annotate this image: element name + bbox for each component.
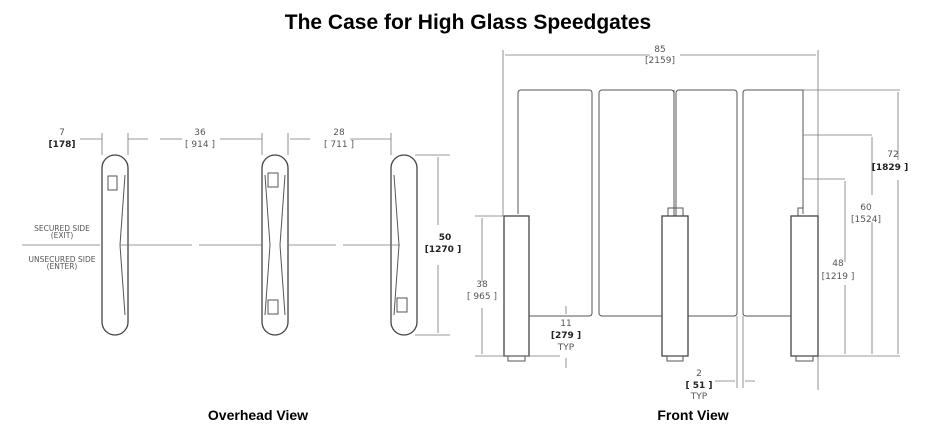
dim-1270: [1270 ] [425, 245, 461, 255]
dim-178: [178] [48, 140, 75, 150]
glass-panel [675, 89, 738, 317]
dim-2-typ: TYP [690, 392, 708, 402]
unsecured-side-label: UNSECURED SIDE [29, 255, 96, 264]
center-post [661, 215, 689, 357]
dim-85: 85 [654, 45, 665, 55]
left-post [503, 215, 530, 357]
front-view: 85 [2159] 72 [1829 ] 60 [1524] 48 [1219 … [467, 45, 908, 423]
dim-1829: [1829 ] [872, 163, 908, 173]
right-post [790, 215, 819, 357]
secured-side-sub: (EXIT) [51, 231, 74, 240]
front-view-caption: Front View [657, 407, 728, 423]
dim-48: 48 [832, 259, 844, 269]
dim-36: 36 [194, 128, 206, 138]
glass-panel [517, 89, 593, 317]
dim-11: 11 [560, 319, 571, 329]
dim-2: 2 [696, 369, 702, 379]
dim-711: [ 711 ] [324, 140, 354, 150]
dim-72: 72 [887, 150, 898, 160]
overhead-view-caption: Overhead View [208, 407, 308, 423]
dim-914: [ 914 ] [185, 140, 215, 150]
dim-1219: [1219 ] [822, 272, 855, 282]
dim-38: 38 [476, 280, 488, 290]
dim-28: 28 [333, 128, 345, 138]
dim-965: [ 965 ] [467, 292, 497, 302]
dim-1524: [1524] [851, 215, 881, 225]
diagram-title: The Case for High Glass Speedgates [285, 11, 651, 34]
secured-side-label: SECURED SIDE [34, 224, 90, 233]
dim-279: [279 ] [551, 331, 581, 341]
overhead-view: SECURED SIDE (EXIT) UNSECURED SIDE (ENTE… [22, 128, 461, 423]
dim-50: 50 [439, 233, 452, 243]
glass-panel [742, 89, 804, 317]
dim-60: 60 [860, 203, 872, 213]
dim-7: 7 [59, 128, 65, 138]
unsecured-side-sub: (ENTER) [47, 262, 78, 271]
dim-2159: [2159] [645, 56, 675, 66]
dim-11-typ: TYP [557, 343, 575, 353]
dim-51: [ 51 ] [685, 381, 712, 391]
